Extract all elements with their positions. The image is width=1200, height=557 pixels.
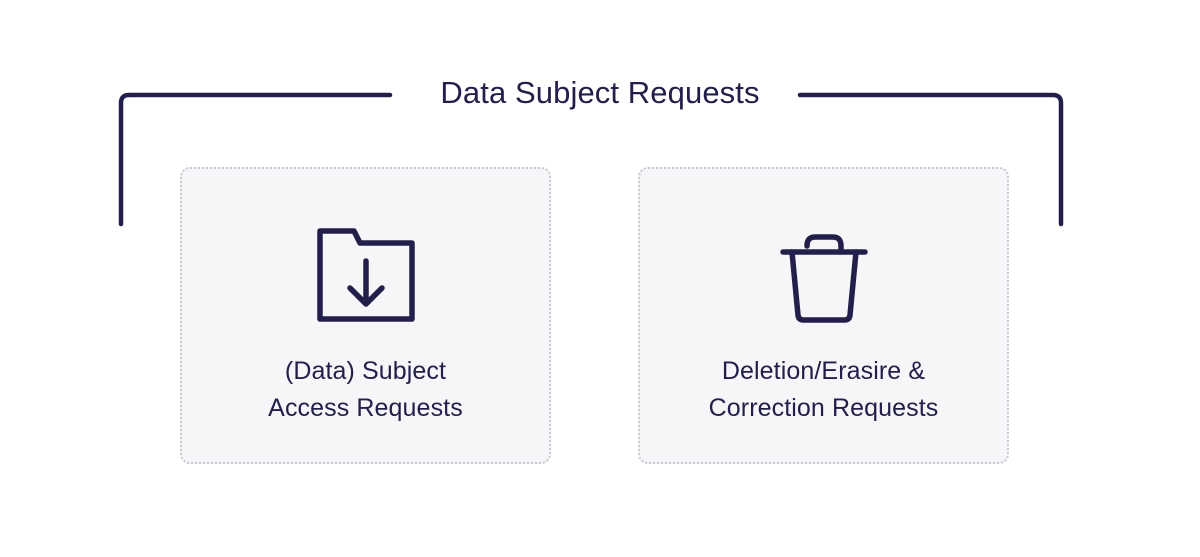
card-deletion-label: Deletion/Erasire & Correction Requests <box>640 353 1007 427</box>
folder-download-icon <box>314 225 418 325</box>
card-deletion[interactable]: Deletion/Erasire & Correction Requests <box>638 167 1009 464</box>
trash-can-icon <box>778 225 870 325</box>
page-title: Data Subject Requests <box>440 75 760 110</box>
card-deletion-label-line2: Correction Requests <box>708 394 939 422</box>
card-dsar[interactable]: (Data) Subject Access Requests <box>180 167 551 464</box>
card-dsar-label: (Data) Subject Access Requests <box>182 353 549 427</box>
card-dsar-label-line1: (Data) Subject <box>284 357 447 385</box>
card-deletion-label-line1: Deletion/Erasire & <box>721 357 926 385</box>
card-dsar-label-line2: Access Requests <box>268 394 463 422</box>
